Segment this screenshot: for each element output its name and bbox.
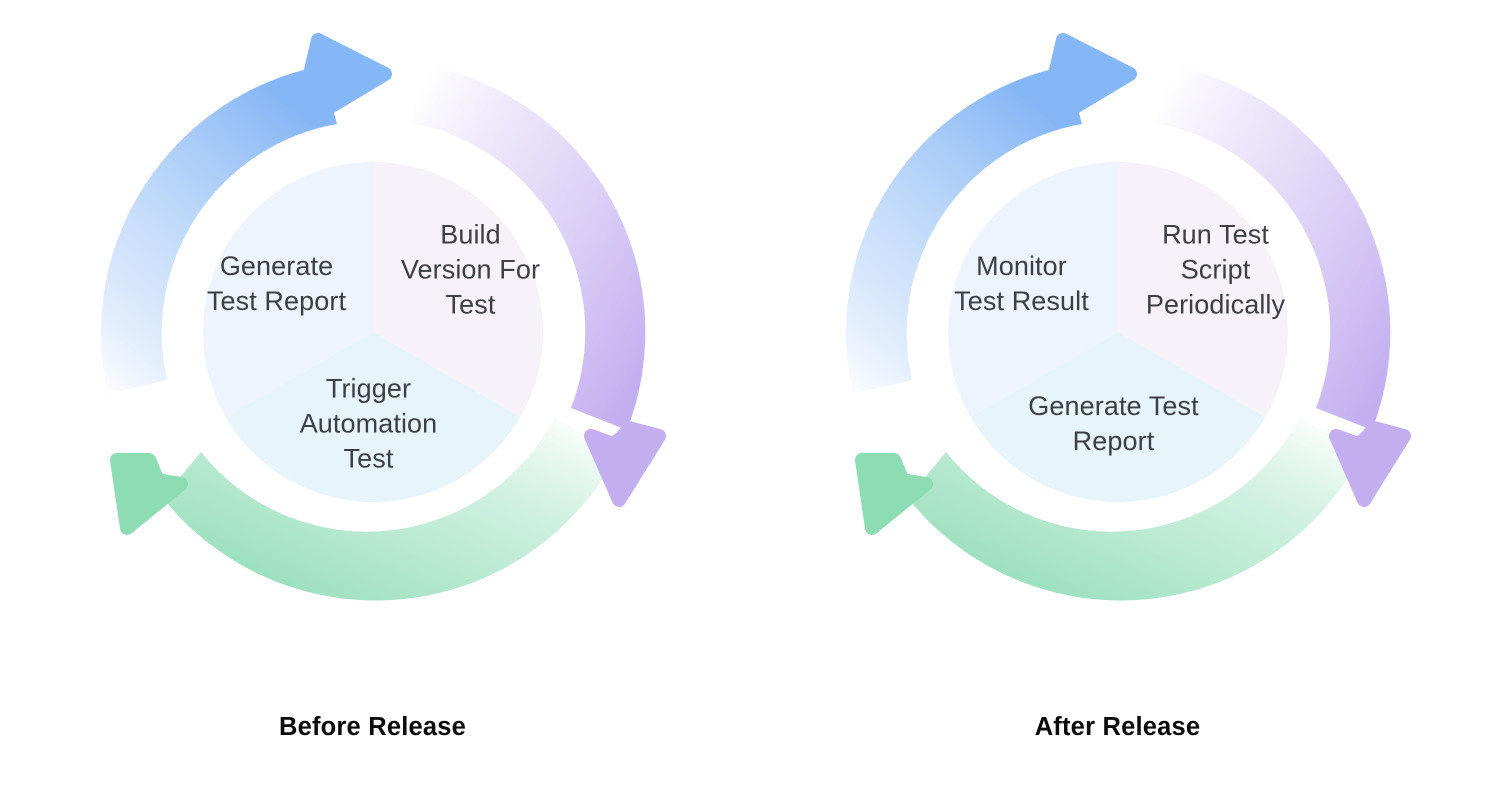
pie-segment-top-right[interactable]: [372, 162, 543, 417]
blue-arrow-tail: [845, 66, 1082, 394]
green-arrow-head: [109, 453, 188, 535]
pie-segment-top-right[interactable]: [1117, 162, 1288, 417]
blue-arrow-head: [1048, 33, 1137, 117]
purple-arrow-tail: [410, 64, 645, 430]
purple-arrow-head: [583, 421, 666, 507]
cycle-wheel: Run Test Script Periodically Generate Te…: [808, 22, 1428, 642]
pie-segment-left[interactable]: [947, 162, 1118, 417]
blue-arrow-head: [303, 33, 392, 117]
pie-segment-bottom[interactable]: [970, 332, 1265, 502]
green-arrow-tail: [907, 417, 1362, 601]
cycle-caption-after-release: After Release: [1034, 713, 1201, 741]
pie-segment-bottom[interactable]: [225, 332, 520, 502]
cycle-diagram-after-release: Run Test Script Periodically Generate Te…: [745, 0, 1490, 800]
arrow-ring: [100, 64, 645, 601]
arrow-ring: [845, 64, 1390, 601]
arrow-heads: [109, 33, 666, 535]
green-arrow-tail: [162, 417, 617, 601]
pie-segment-left[interactable]: [202, 162, 373, 417]
purple-arrow-head: [1328, 421, 1411, 507]
arrow-heads: [854, 33, 1411, 535]
purple-arrow-tail: [1155, 64, 1390, 430]
cycle-diagram-before-release: Build Version For Test Trigger Automatio…: [63, 22, 683, 741]
cycle-caption-before-release: Before Release: [278, 713, 467, 741]
green-arrow-head: [854, 453, 933, 535]
pie-segments: [947, 162, 1288, 502]
pie-segments: [202, 162, 543, 502]
blue-arrow-tail: [100, 66, 337, 394]
cycle-wheel: Build Version For Test Trigger Automatio…: [63, 22, 683, 642]
